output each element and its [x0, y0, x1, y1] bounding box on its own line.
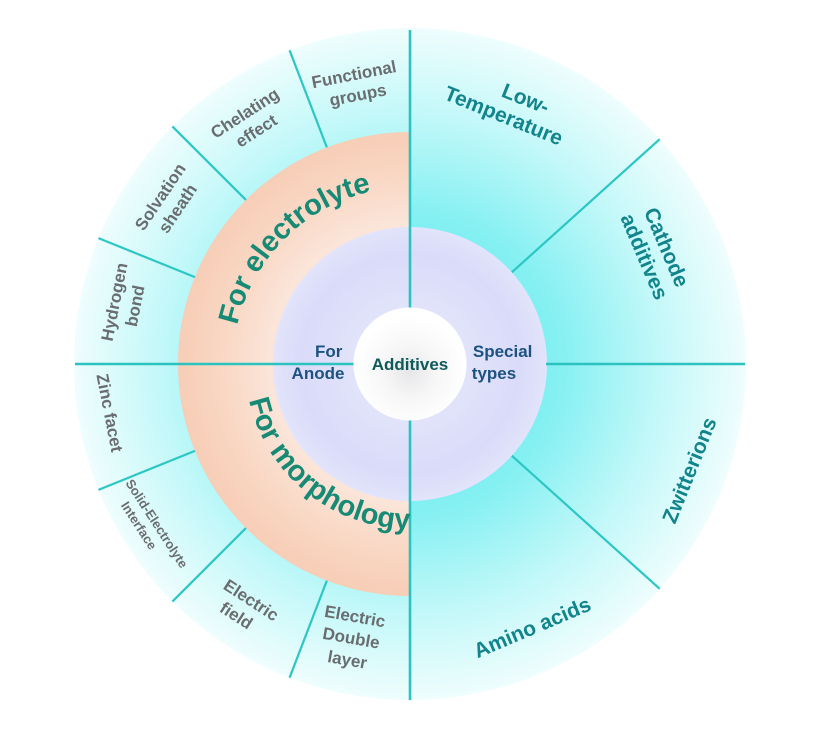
inner-right-line1: Special — [473, 342, 533, 361]
inner-left-line1: For — [315, 342, 343, 361]
inner-right-label: Special types — [472, 342, 537, 383]
core-circle — [353, 307, 467, 421]
left-divider-line — [288, 580, 328, 679]
inner-left-line2: Anode — [292, 364, 345, 383]
left-divider-line — [171, 125, 247, 201]
inner-left-label: For Anode — [292, 342, 348, 383]
right-divider-line — [511, 138, 661, 274]
left-divider-line — [98, 449, 196, 491]
right-divider-line — [511, 454, 661, 590]
right-dividers — [511, 138, 661, 590]
left-divider-line — [288, 49, 328, 148]
left-dividers — [98, 49, 328, 679]
left-divider-line — [171, 527, 247, 603]
inner-right-line2: types — [472, 364, 516, 383]
core-label: Additives — [372, 355, 449, 374]
left-divider-line — [98, 237, 196, 279]
